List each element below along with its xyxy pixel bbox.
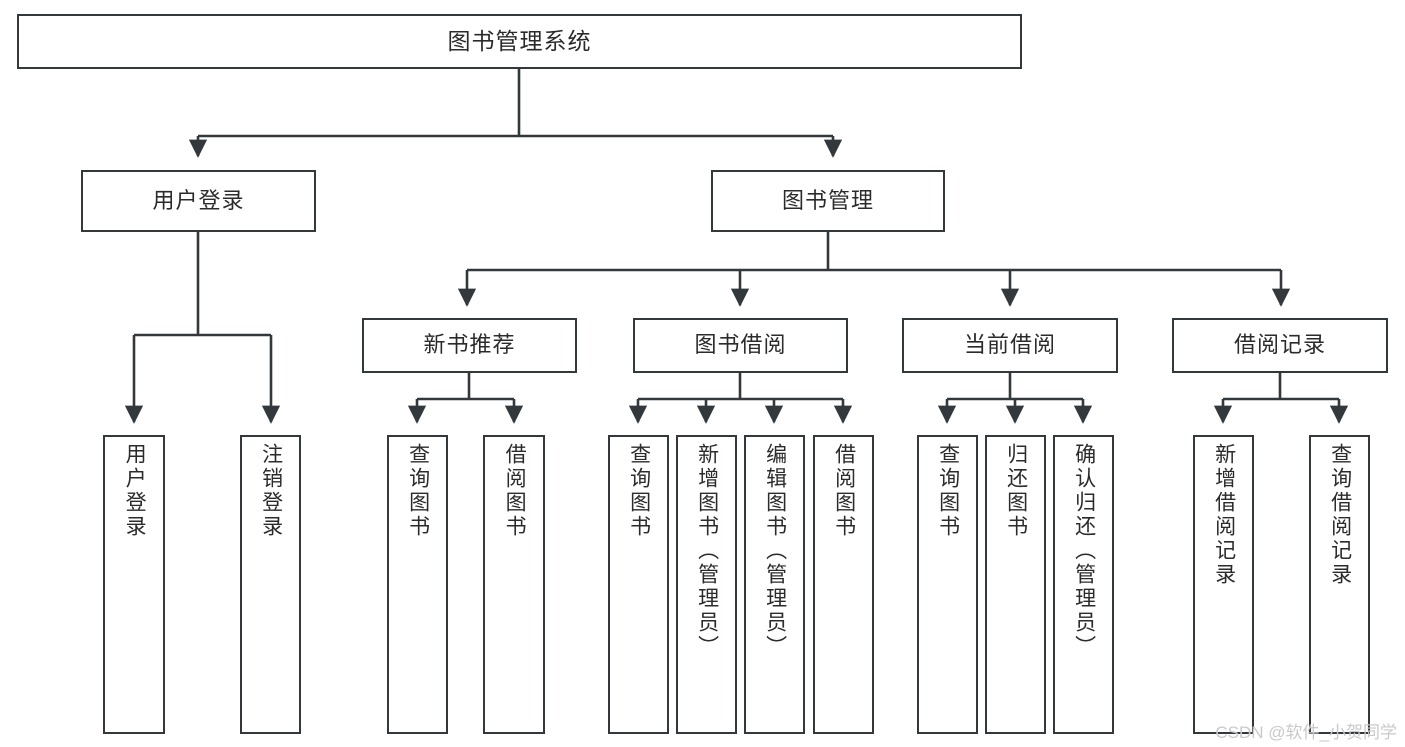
node-leaf-borrow-book-2[interactable]: 借阅图书: [813, 435, 874, 734]
node-leaf-user-login[interactable]: 用户登录: [103, 435, 165, 734]
node-book-borrow-label: 图书借阅: [694, 332, 787, 358]
node-leaf-edit-book-label: 编辑图书（管理员）: [763, 443, 787, 659]
node-borrow-record-label: 借阅记录: [1233, 332, 1326, 358]
node-leaf-query-book-1[interactable]: 查询图书: [387, 435, 448, 734]
node-leaf-return-book[interactable]: 归还图书: [985, 435, 1046, 734]
node-current-borrow-label: 当前借阅: [963, 332, 1056, 358]
node-user-login[interactable]: 用户登录: [81, 170, 316, 232]
node-user-login-label: 用户登录: [152, 187, 245, 213]
node-leaf-add-book-label: 新增图书（管理员）: [695, 443, 719, 659]
node-new-book-recommend-label: 新书推荐: [423, 332, 516, 358]
node-book-manage[interactable]: 图书管理: [711, 170, 945, 232]
node-leaf-query-book-3-label: 查询图书: [936, 443, 960, 539]
node-leaf-return-book-label: 归还图书: [1004, 443, 1028, 539]
node-leaf-add-record[interactable]: 新增借阅记录: [1193, 435, 1254, 734]
node-current-borrow[interactable]: 当前借阅: [902, 318, 1118, 373]
node-leaf-user-login-label: 用户登录: [123, 443, 147, 539]
node-leaf-edit-book[interactable]: 编辑图书（管理员）: [744, 435, 805, 734]
node-leaf-query-book-3[interactable]: 查询图书: [917, 435, 978, 734]
node-leaf-add-record-label: 新增借阅记录: [1212, 443, 1236, 587]
node-root-label: 图书管理系统: [447, 27, 592, 54]
node-leaf-query-book-2[interactable]: 查询图书: [608, 435, 669, 734]
node-leaf-user-logout[interactable]: 注销登录: [240, 435, 301, 734]
node-leaf-borrow-book-1[interactable]: 借阅图书: [483, 435, 545, 734]
node-borrow-record[interactable]: 借阅记录: [1172, 318, 1388, 373]
node-book-borrow[interactable]: 图书借阅: [633, 318, 848, 373]
node-leaf-query-record-label: 查询借阅记录: [1328, 443, 1352, 587]
node-root[interactable]: 图书管理系统: [17, 14, 1022, 69]
node-leaf-query-book-1-label: 查询图书: [406, 443, 430, 539]
node-leaf-user-logout-label: 注销登录: [259, 443, 283, 539]
node-new-book-recommend[interactable]: 新书推荐: [362, 318, 577, 373]
node-leaf-confirm-return-label: 确认归还（管理员）: [1072, 443, 1096, 659]
node-leaf-confirm-return[interactable]: 确认归还（管理员）: [1053, 435, 1114, 734]
node-leaf-query-book-2-label: 查询图书: [627, 443, 651, 539]
node-leaf-borrow-book-1-label: 借阅图书: [503, 443, 527, 539]
node-book-manage-label: 图书管理: [781, 187, 874, 213]
node-leaf-add-book[interactable]: 新增图书（管理员）: [676, 435, 737, 734]
node-leaf-query-record[interactable]: 查询借阅记录: [1309, 435, 1370, 734]
node-leaf-borrow-book-2-label: 借阅图书: [832, 443, 856, 539]
